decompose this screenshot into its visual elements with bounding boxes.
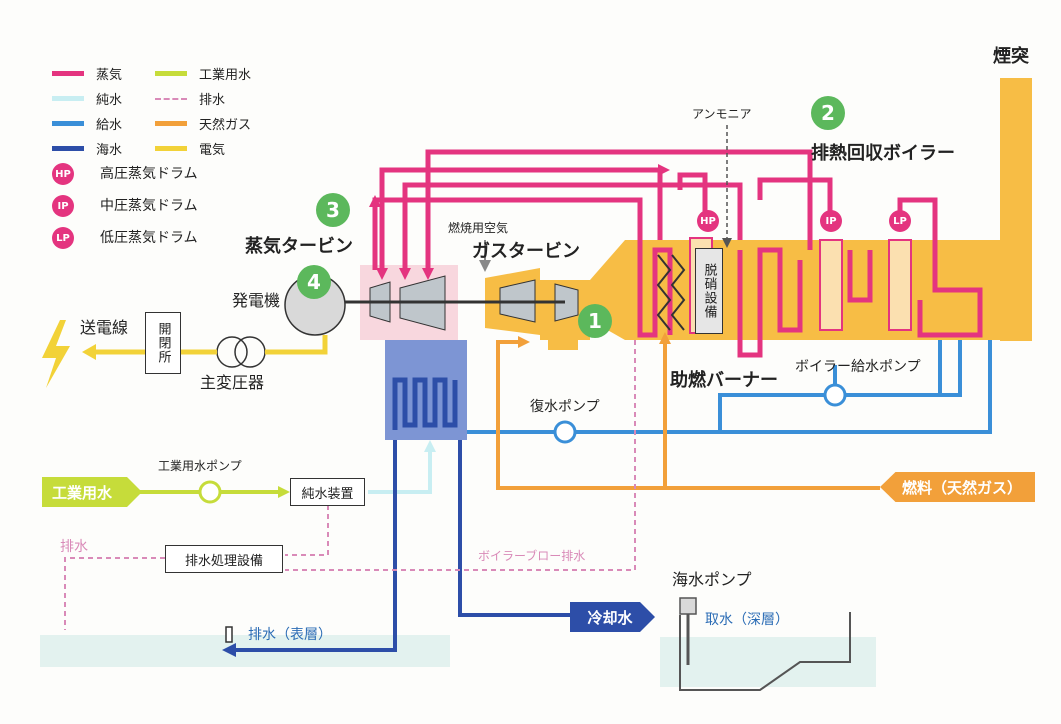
condensate-pump-symbol (553, 420, 577, 444)
legend-steam: 蒸気 (52, 64, 122, 83)
legend-ip-drum: IP (52, 195, 74, 217)
legend-label: 工業用水 (199, 68, 252, 83)
seawater-pump-head (679, 597, 697, 615)
chimney-label: 煙突 (993, 46, 1029, 67)
legend-swatch (52, 146, 84, 151)
legend-lp-drum: LP (52, 227, 74, 249)
pure-water-arrow (424, 440, 436, 452)
seawater-lines (235, 440, 570, 652)
pure-water-line (368, 448, 432, 494)
legend-swatch (155, 121, 187, 126)
steam-arrow-3 (422, 268, 434, 280)
legend-ip-label: 中圧蒸気ドラム (100, 198, 198, 214)
transmission-label: 送電線 (80, 318, 129, 337)
legend-label: 天然ガス (199, 118, 252, 133)
legend-pure: 純水 (52, 89, 122, 108)
legend-swatch (52, 121, 84, 126)
legend-hp-label: 高圧蒸気ドラム (100, 166, 198, 182)
pure-water-unit-box: 純水装置 (290, 478, 365, 506)
steam-arrow-up (369, 195, 381, 207)
number-3-badge: 3 (316, 193, 350, 227)
air-arrow (479, 260, 491, 272)
ip-drum-body (819, 239, 843, 331)
legend-lp-label: 低圧蒸気ドラム (100, 230, 198, 246)
lp-drum-badge: LP (889, 210, 911, 232)
legend-swatch (155, 97, 187, 100)
number-4-badge: 4 (297, 265, 331, 299)
gas-turbine-label: ガスタービン (472, 241, 580, 262)
legend-swatch (52, 71, 84, 76)
legend-gas: 天然ガス (155, 114, 251, 133)
legend-swatch (155, 71, 187, 76)
hrsg-label: 排熱回収ボイラー (811, 143, 955, 164)
discharge-label: 排水（表層） (248, 627, 332, 643)
legend-label: 排水 (199, 93, 226, 108)
gas-turbine-exhaust (548, 335, 578, 350)
cooling-water-tag-shape (570, 602, 655, 632)
lightning-icon (42, 320, 70, 388)
drain-lines (64, 340, 636, 630)
steam-lines (372, 149, 983, 358)
electricity-line (265, 335, 328, 355)
legend-feed: 給水 (52, 114, 122, 133)
combustion-air-label: 燃焼用空気 (448, 221, 509, 235)
burner-label: 助燃バーナー (670, 370, 778, 391)
seawater-pump-label: 海水ポンプ (672, 570, 752, 589)
cooling-water-tag: 冷却水 (587, 608, 633, 627)
gas-burner-arrow (659, 332, 671, 344)
generator-label: 発電機 (232, 291, 281, 310)
feed-pump-label: ボイラー給水ポンプ (795, 359, 921, 375)
ammonia-label: アンモニア (692, 107, 752, 121)
industrial-pump-label: 工業用水ポンプ (158, 459, 242, 473)
legend-industrial: 工業用水 (155, 64, 251, 83)
legend-label: 給水 (96, 118, 123, 133)
condensate-pump-label: 復水ポンプ (530, 399, 600, 415)
transformer-label: 主変圧器 (200, 373, 265, 392)
hp-drum-badge: HP (697, 210, 719, 232)
gas-arrow (518, 336, 530, 348)
number-2-badge: 2 (811, 96, 845, 130)
denox-coil (656, 254, 672, 331)
gas-lines (496, 340, 880, 490)
industrial-water-tag: 工業用水 (42, 477, 142, 507)
wastewater-unit-box: 排水処理設備 (165, 545, 283, 573)
legend-elec: 電気 (155, 139, 225, 158)
ip-drum-badge: IP (820, 210, 842, 232)
transformer-coil-a (216, 336, 248, 368)
lp-drum-body (888, 239, 912, 331)
chimney (1000, 78, 1032, 341)
legend-sea: 海水 (52, 139, 122, 158)
feed-pump-symbol (823, 383, 847, 407)
intake-label: 取水（深層） (705, 612, 789, 628)
electricity-arrow (82, 344, 96, 360)
discharge-weir (225, 626, 233, 643)
legend-label: 海水 (96, 143, 123, 158)
industrial-pump-symbol (198, 480, 222, 504)
number-1-badge: 1 (578, 304, 612, 338)
legend-label: 蒸気 (96, 68, 123, 83)
legend-label: 純水 (96, 93, 123, 108)
denox-box: 脱硝設備 (695, 248, 723, 334)
intake-channel (679, 612, 851, 691)
legend-swatch (52, 96, 84, 101)
denox-coil-2 (670, 254, 686, 331)
blowdown-label: ボイラーブロー排水 (478, 549, 586, 563)
legend-drain: 排水 (155, 89, 225, 108)
drain-label: 排水 (60, 539, 88, 555)
seawater-arrow (222, 643, 236, 657)
fuel-tag: 燃料（天然ガス） (880, 472, 1035, 502)
legend-hp-drum: HP (52, 163, 74, 185)
steam-arrow-4 (658, 164, 670, 176)
steam-arrow-2 (399, 268, 411, 280)
condenser-coil (392, 377, 458, 430)
steam-turbine-label: 蒸気タービン (245, 236, 353, 257)
steam-arrow-1 (376, 268, 388, 280)
legend-swatch (155, 146, 187, 151)
switchgear-box: 開閉所 (145, 312, 181, 374)
ammonia-arrow (722, 238, 732, 248)
transformer-coil-b (234, 336, 266, 368)
industrial-water-arrow (278, 486, 290, 498)
legend-label: 電気 (199, 143, 226, 158)
